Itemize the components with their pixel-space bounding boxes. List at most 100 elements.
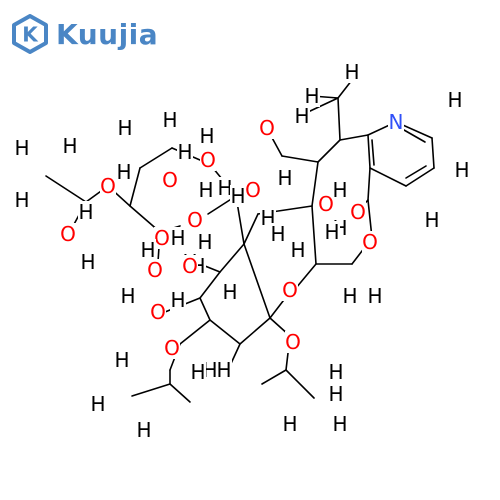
atom-label-background (114, 349, 130, 371)
atom-label-background (190, 361, 206, 383)
atom-label-background (117, 117, 133, 139)
atom-label-h: H (117, 116, 132, 140)
atom-label-background (199, 125, 215, 147)
bond-line (371, 139, 375, 166)
atom-label-background (150, 301, 166, 323)
atom-label-o: O (154, 226, 170, 250)
atom-label-h: H (328, 382, 343, 406)
atom-label-h: H (277, 166, 292, 190)
atom-label-h: H (424, 208, 439, 232)
atom-label-o: O (245, 178, 261, 202)
atom-label-h: H (230, 184, 245, 208)
bond-line (367, 167, 371, 201)
bond-line (243, 213, 259, 245)
atom-label-background (14, 189, 30, 211)
atom-label-background (344, 61, 360, 83)
atom-label-background (216, 359, 232, 381)
atom-label-h: H (282, 412, 297, 436)
atom-label-h: H (62, 134, 77, 158)
atom-label-o: O (100, 174, 116, 198)
atom-label-background (170, 289, 186, 311)
atom-label-h: H (114, 348, 129, 372)
atom-label-h: H (216, 358, 231, 382)
bond-line (295, 263, 317, 289)
atom-label-o: O (182, 254, 198, 278)
atom-label-background (120, 285, 136, 307)
bond-line (179, 319, 211, 345)
atom-label-background (367, 285, 383, 307)
bond-line (285, 369, 315, 399)
atom-label-background (177, 141, 193, 163)
atom-label-background (200, 149, 216, 171)
atom-label-o: O (259, 116, 275, 140)
atom-label-o: O (318, 192, 334, 216)
bond-line (239, 317, 271, 345)
atom-label-h: H (170, 288, 185, 312)
atom-label-background (245, 179, 261, 201)
atom-label-h: H (14, 136, 29, 160)
atom-label-background (116, 161, 132, 183)
atom-label-background (100, 175, 116, 197)
atom-label-h: H (170, 226, 185, 250)
atom-label-h: H (136, 418, 151, 442)
atom-label-background (60, 223, 76, 245)
atom-label-h: H (199, 124, 214, 148)
atom-label-o: O (150, 300, 166, 324)
bond-line (131, 383, 171, 397)
atom-label-background (324, 221, 340, 243)
bond-line (403, 129, 426, 143)
atom-label-h: H (140, 238, 155, 262)
atom-label-background (90, 393, 106, 415)
bond-line (311, 161, 319, 207)
bond-line (199, 297, 211, 321)
bond-line (209, 319, 241, 345)
atom-label-background (154, 227, 170, 249)
atom-label-h: H (454, 158, 469, 182)
bond-line (307, 97, 339, 113)
atom-label-h: H (294, 104, 309, 128)
atom-label-background (285, 331, 301, 353)
atom-label-background (140, 239, 156, 261)
atom-label-h: H (14, 188, 29, 212)
atom-label-n: N (389, 110, 404, 134)
bond-line (129, 167, 141, 207)
atom-label-h: H (177, 140, 192, 164)
atom-label-background (80, 251, 96, 273)
atom-label-h: H (202, 358, 217, 382)
atom-label-h: H (324, 220, 339, 244)
atom-label-h: H (80, 250, 95, 274)
atom-label-background (350, 201, 366, 223)
atom-label-h: H (332, 412, 347, 436)
atom-label-background (170, 227, 186, 249)
brand-logo: K Kuujia (10, 14, 158, 54)
atom-label-o: O (200, 148, 216, 172)
atom-label-h: H (90, 392, 105, 416)
atom-label-background (162, 109, 178, 131)
atom-label-background (424, 209, 440, 231)
atom-label-h: H (120, 284, 135, 308)
atom-label-background (182, 255, 198, 277)
atom-label-h: H (270, 222, 285, 246)
atom-label-background (342, 285, 358, 307)
atom-label-h: H (78, 200, 93, 224)
atom-label-background (162, 169, 178, 191)
atom-label-background (318, 193, 334, 215)
atom-label-background (304, 85, 320, 107)
atom-label-o: O (164, 336, 180, 360)
bond-line (367, 134, 371, 169)
bond-line (369, 167, 407, 187)
atom-label-background (78, 201, 94, 223)
atom-label-o: O (350, 200, 366, 224)
brand-name: Kuujia (56, 17, 159, 51)
atom-label-layer: HHHHNHOHHOHHHHOHOHHOHOHOHHHHOOHOHHHHHOHO… (14, 60, 470, 442)
atom-label-o: O (282, 278, 298, 302)
bond-line (281, 155, 319, 163)
bond-line (337, 97, 341, 141)
atom-label-background (147, 259, 163, 281)
atom-label-h: H (344, 60, 359, 84)
atom-label-h: H (328, 360, 343, 384)
atom-label-h: H (198, 178, 213, 202)
atom-label-h: H (197, 230, 212, 254)
atom-label-background (14, 137, 30, 159)
atom-label-h: H (342, 284, 357, 308)
